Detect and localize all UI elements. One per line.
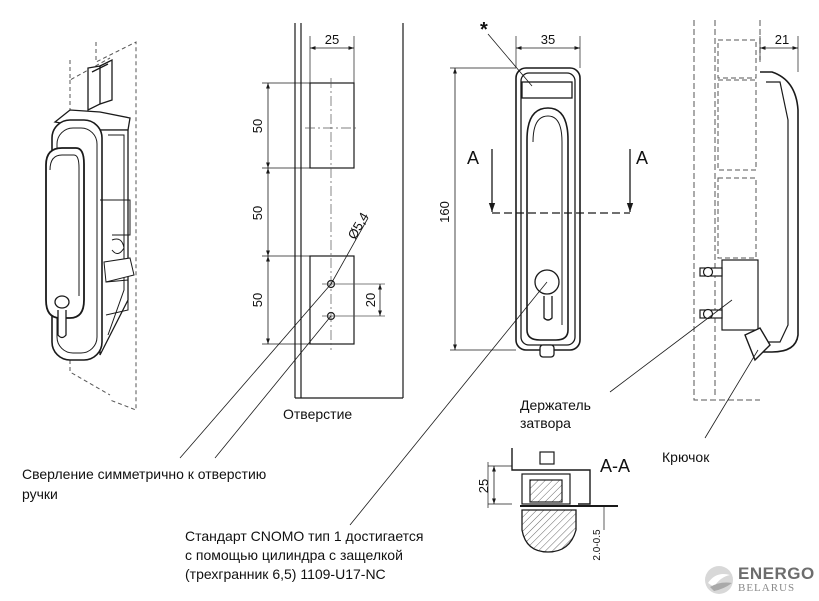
dim-hole-width: 25: [325, 32, 339, 47]
asterisk-mark: *: [480, 19, 488, 41]
section-title: А-А: [600, 456, 630, 476]
dim-handle-width: 35: [541, 32, 555, 47]
dim-section-height: 25: [476, 479, 491, 493]
label-cnomo-line2: с помощью цилиндра с защелкой: [185, 547, 403, 563]
dim-hole-pitch-2: 50: [250, 206, 265, 220]
dim-handle-height: 160: [437, 201, 452, 223]
dim-hole-diameter: Ø5,4: [345, 210, 372, 242]
label-hole: Отверстие: [283, 406, 353, 422]
section-aa: [487, 448, 618, 553]
isometric-view: [45, 41, 137, 411]
section-arrow-right: А: [636, 148, 648, 168]
label-cnomo-line1: Стандарт CNOMO тип 1 достигается: [185, 528, 424, 544]
cutout-view: [262, 23, 404, 399]
label-hook: Крючок: [662, 449, 710, 465]
logo-sub: BELARUS: [738, 582, 796, 594]
label-cnomo-line3: (трехгранник 6,5) 1109-U17-NC: [185, 566, 386, 582]
label-drilling-line2: ручки: [22, 486, 58, 502]
section-arrow-left: А: [467, 148, 479, 168]
energo-swirl-icon: [705, 566, 733, 594]
front-view: [349, 33, 634, 526]
side-view: [609, 20, 799, 439]
energo-logo: ENERGO BELARUS: [700, 561, 815, 599]
logo-brand: ENERGO: [738, 564, 815, 583]
dim-section-gap: 2.0-0.5: [592, 529, 603, 561]
dim-hole-offset: 20: [363, 293, 378, 307]
label-latch-holder-line2: затвора: [520, 415, 571, 431]
dim-side-depth: 21: [775, 32, 789, 47]
drilling-leaders: [179, 283, 332, 459]
dim-hole-pitch-3: 50: [250, 293, 265, 307]
label-drilling-line1: Сверление симметрично к отверстию: [22, 466, 267, 482]
label-latch-holder-line1: Держатель: [520, 397, 591, 413]
dim-hole-pitch-1: 50: [250, 119, 265, 133]
